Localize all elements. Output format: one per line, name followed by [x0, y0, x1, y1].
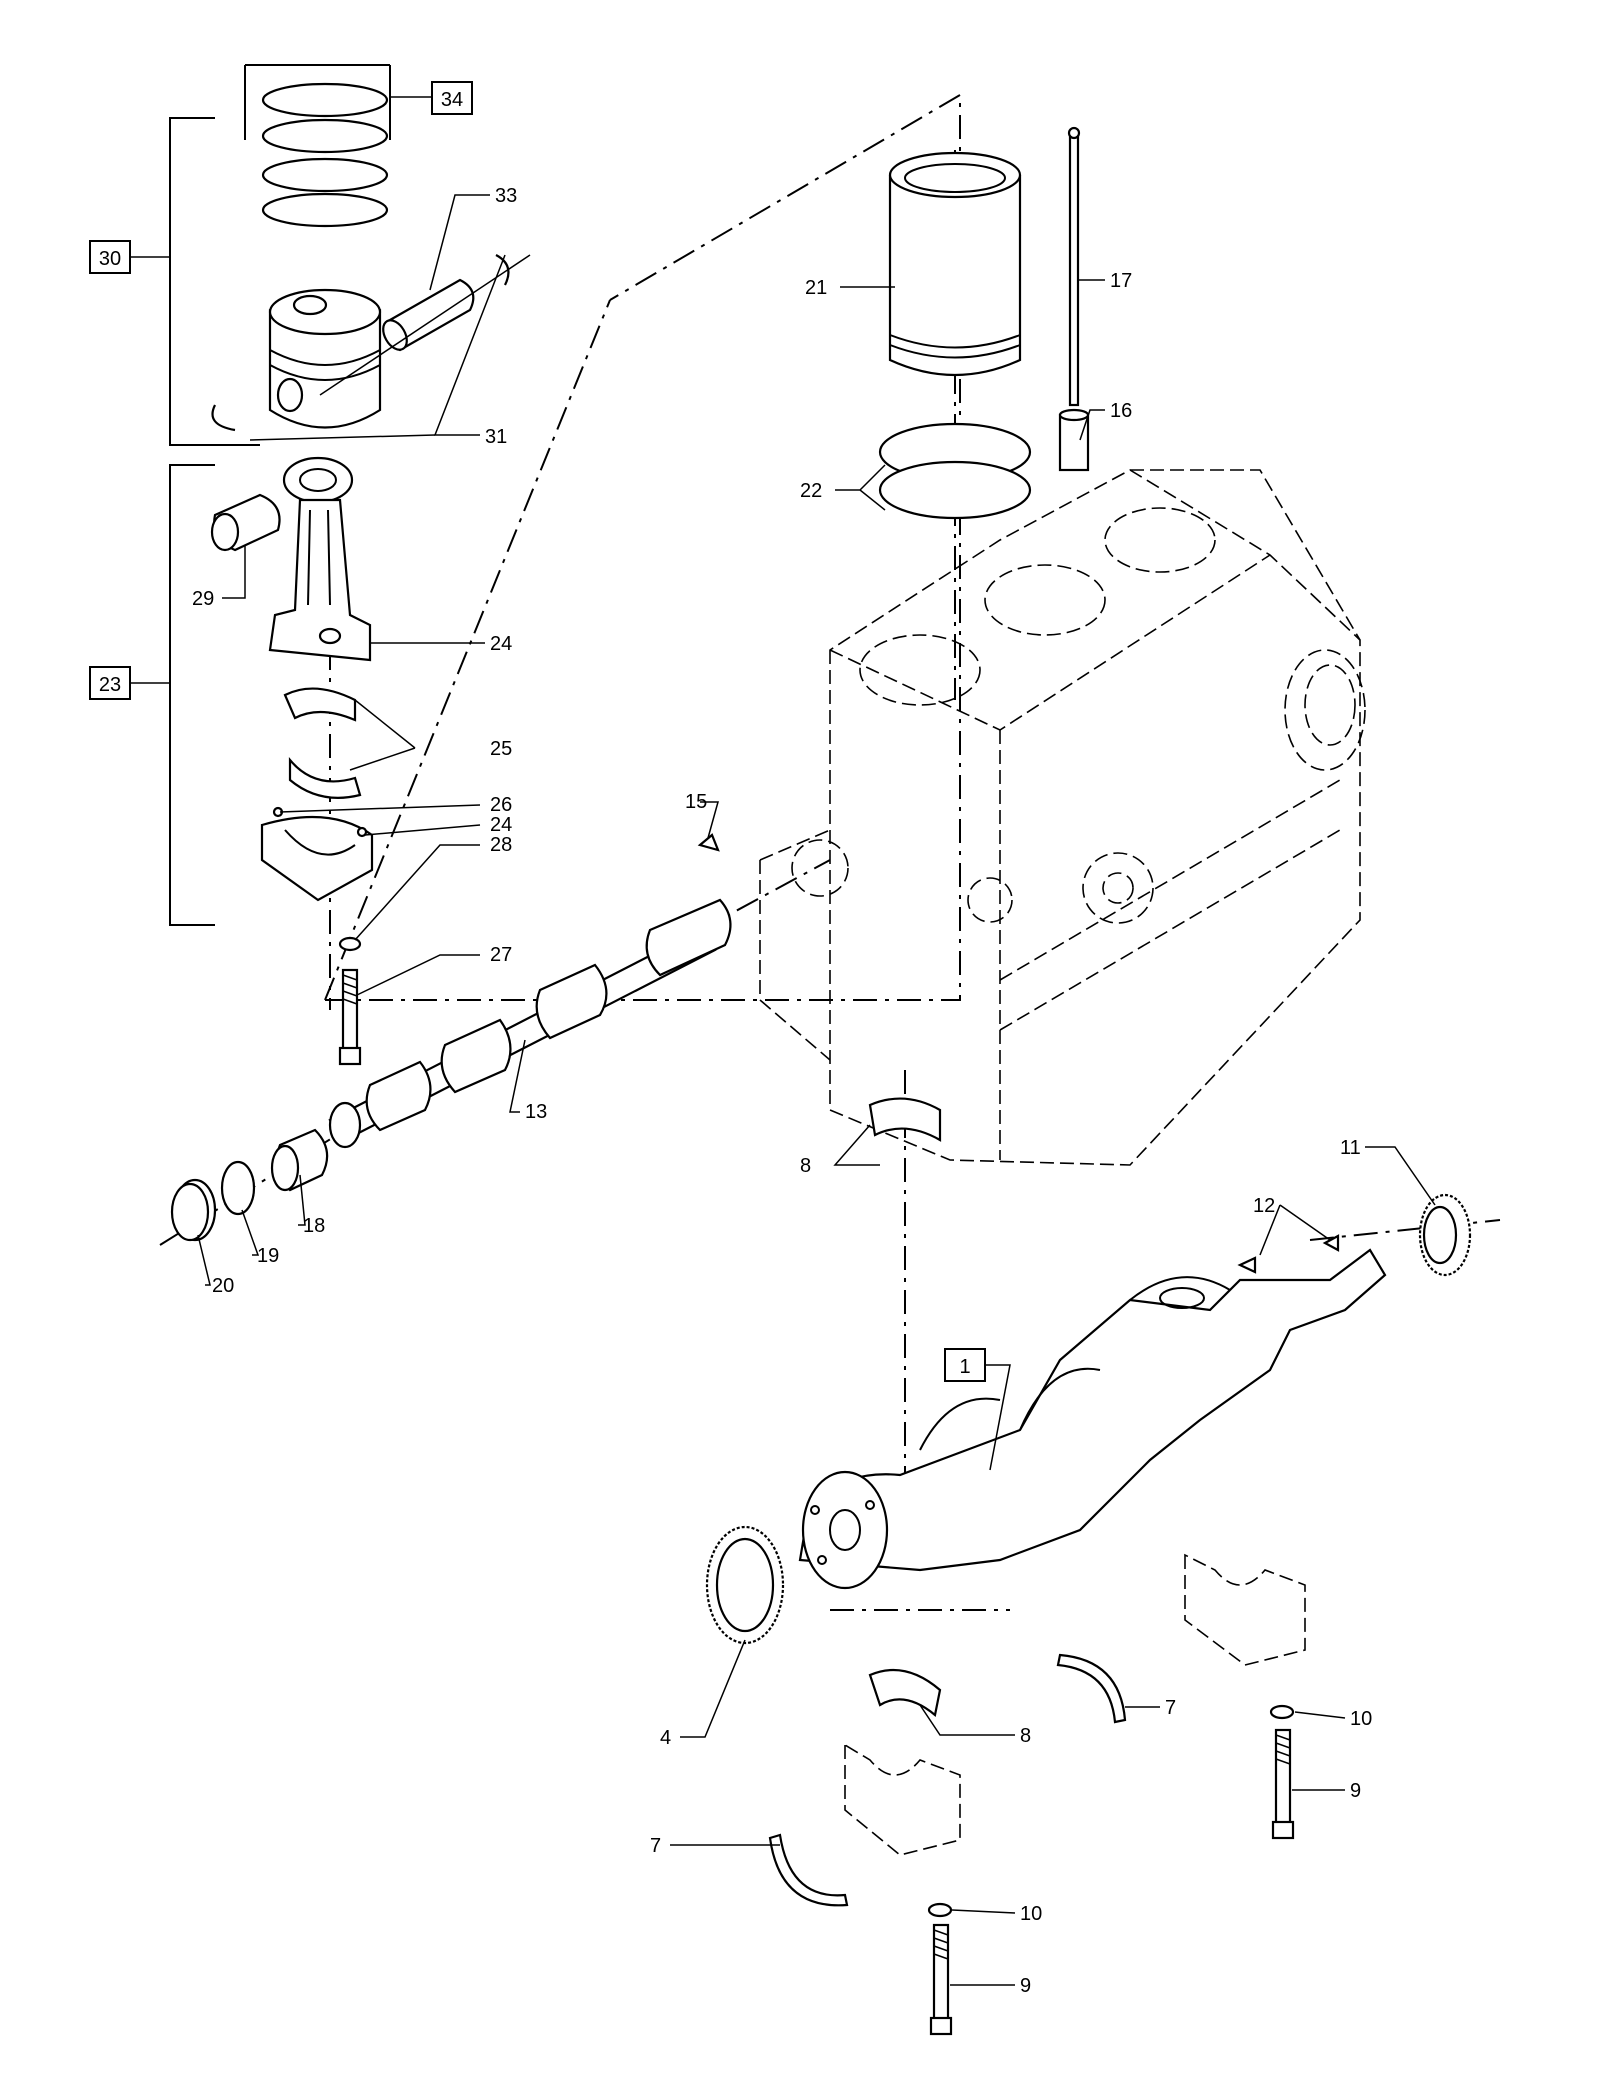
- part-label-7-right: 7: [1165, 1697, 1176, 1719]
- part-label-22: 22: [800, 480, 822, 502]
- part-label-7-left: 7: [650, 1835, 661, 1857]
- piston-pin: [319, 254, 531, 396]
- part-label-24-rod: 24: [490, 633, 512, 655]
- part-label-34: 34: [441, 89, 463, 111]
- part-label-9-rear: 9: [1350, 1780, 1361, 1802]
- part-label-9-front: 9: [1020, 1975, 1031, 1997]
- rod-bearing-shells: [283, 687, 362, 799]
- part-label-20: 20: [212, 1275, 234, 1297]
- part-label-11: 11: [1340, 1137, 1361, 1159]
- main-bearing-shell-upper: [868, 1097, 942, 1142]
- rod-bolt: [338, 968, 362, 1066]
- connecting-rod: [268, 456, 372, 662]
- thrust-washer-left: [768, 1833, 849, 1907]
- bracket-group-23: [169, 464, 215, 926]
- main-bearing-cap-rear: [1184, 1553, 1306, 1666]
- part-label-24-cap: 24: [490, 814, 512, 836]
- part-label-1: 1: [959, 1356, 970, 1378]
- piston: [211, 254, 510, 432]
- part-label-10-rear: 10: [1350, 1708, 1372, 1730]
- part-label-16: 16: [1110, 400, 1132, 422]
- part-label-26: 26: [490, 794, 512, 816]
- label-box-23: [89, 666, 131, 700]
- part-label-21: 21: [805, 277, 827, 299]
- main-bolt-front: [929, 1923, 953, 2036]
- camshaft-bushing: [270, 1128, 329, 1192]
- part-label-19: 19: [257, 1245, 279, 1267]
- cylinder-liner: [888, 151, 1022, 377]
- camshaft-plug: [170, 1178, 217, 1242]
- thrust-washer-right: [1056, 1653, 1127, 1724]
- rod-cap: [260, 806, 374, 952]
- crankshaft: [798, 1248, 1387, 1590]
- woodruff-key: [697, 833, 720, 852]
- part-label-23: 23: [99, 674, 121, 696]
- liner-o-rings: [878, 422, 1032, 520]
- part-label-17: 17: [1110, 270, 1132, 292]
- bracket-group-30: [169, 117, 260, 446]
- camshaft: [328, 898, 732, 1149]
- leader-lines: [130, 96, 1436, 1986]
- main-bolt-rear: [1271, 1728, 1295, 1840]
- engine-block: [759, 469, 1366, 1166]
- label-box-30: [89, 240, 131, 274]
- part-label-8-upper: 8: [800, 1155, 811, 1177]
- push-rod: [1067, 126, 1081, 407]
- part-label-29: 29: [192, 588, 214, 610]
- part-label-18: 18: [303, 1215, 325, 1237]
- part-label-12: 12: [1253, 1195, 1275, 1217]
- crankshaft-gear: [705, 1525, 785, 1645]
- camshaft-seal-ring: [220, 1160, 256, 1216]
- part-label-30: 30: [99, 248, 121, 270]
- main-bearing-shell-lower: [868, 1668, 942, 1718]
- small-end-bushing: [210, 493, 281, 552]
- front-drive-gear: [1418, 1193, 1472, 1277]
- piston-rings: [244, 64, 391, 228]
- part-label-28: 28: [490, 834, 512, 856]
- label-box-1: [944, 1348, 986, 1382]
- part-label-27: 27: [490, 944, 512, 966]
- main-bearing-cap-front: [844, 1743, 961, 1856]
- part-label-33: 33: [495, 185, 517, 207]
- part-label-8-lower: 8: [1020, 1725, 1031, 1747]
- part-label-31: 31: [485, 426, 507, 448]
- label-box-34: [431, 81, 473, 115]
- part-label-25: 25: [490, 738, 512, 760]
- part-label-4: 4: [660, 1727, 671, 1749]
- part-label-10-front: 10: [1020, 1903, 1042, 1925]
- main-bolt-washer-front: [927, 1902, 953, 1918]
- crankshaft-keys: [1237, 1234, 1340, 1274]
- part-label-13: 13: [525, 1101, 547, 1123]
- tappet: [1058, 408, 1090, 472]
- main-bolt-washer-rear: [1269, 1704, 1295, 1720]
- part-label-15: 15: [685, 791, 707, 813]
